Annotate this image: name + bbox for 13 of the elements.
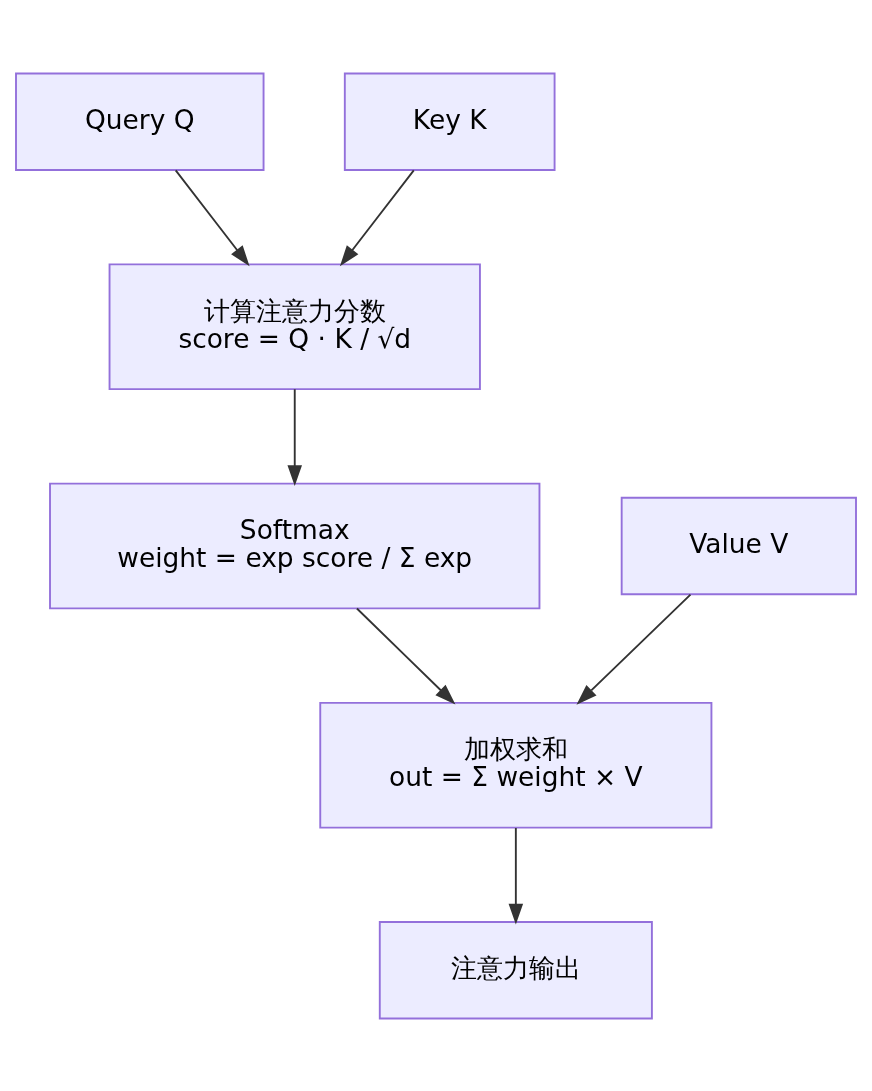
arrow [287,387,303,486]
node-box: 计算注意力分数 score = Q · K / √d [108,263,481,390]
node-box: 注意力输出 [378,920,653,1019]
arrow [508,826,524,925]
arrow [355,607,456,704]
node-box: Value V [620,496,857,595]
arrow [174,168,250,266]
node-box: 加权求和 out = Σ weight × V [319,701,713,828]
arrow [576,593,692,705]
arrow [339,168,415,266]
node-box: Query Q [15,72,265,171]
node-box: Key K [343,72,556,171]
node-box: Softmax weight = exp score / Σ exp [49,482,541,609]
